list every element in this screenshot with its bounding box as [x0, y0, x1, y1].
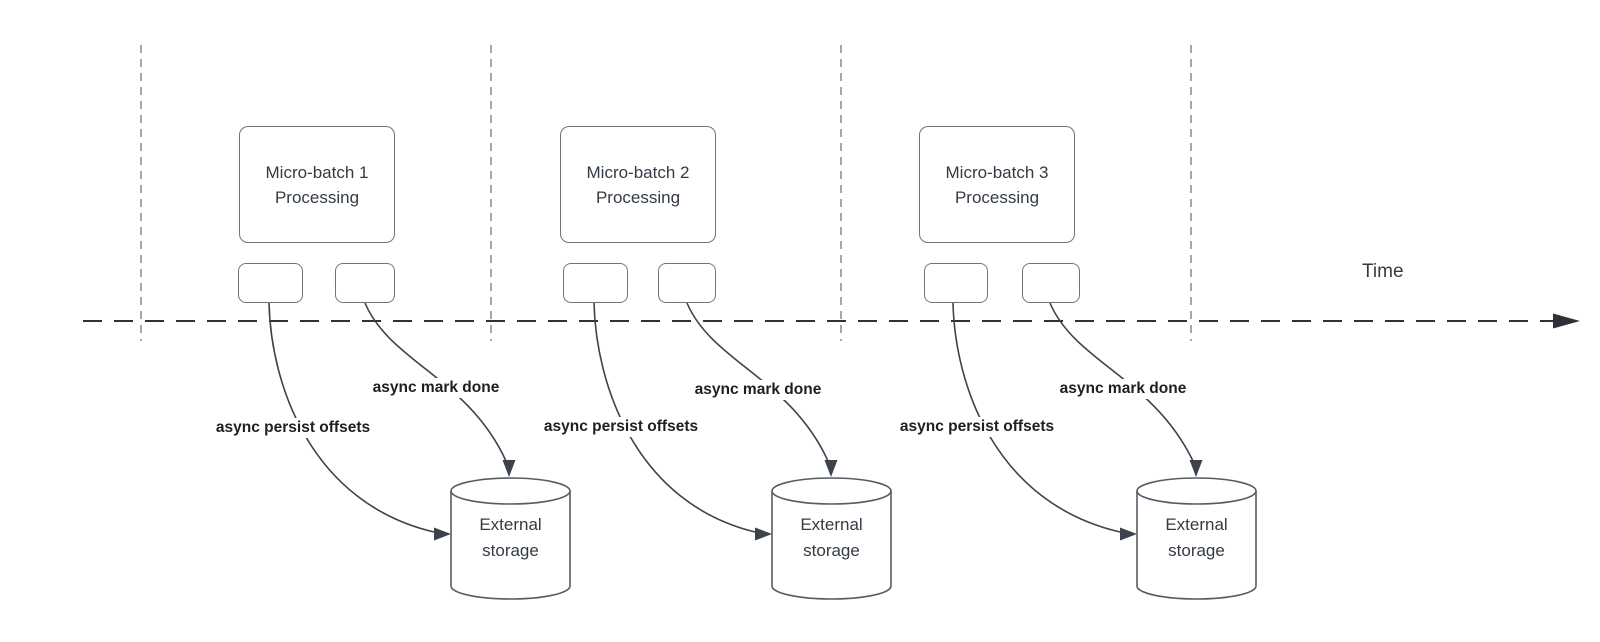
mark-done-label-1: async mark done — [369, 378, 503, 398]
persist-offsets-arrow-2 — [593, 302, 756, 533]
offset-task-box-2 — [563, 263, 628, 303]
persist-offsets-label-2: async persist offsets — [540, 417, 702, 437]
mark-done-arrow-1 — [364, 302, 507, 462]
external-storage-label-2-line1: External — [800, 515, 863, 534]
mark-done-arrow-2 — [686, 302, 829, 462]
external-storage-label-3-line2: storage — [1168, 541, 1225, 560]
cylinder-top-arc-1 — [450, 490, 571, 505]
micro-batch-2-title-line2: Processing — [595, 187, 681, 207]
micro-batch-1-title-line2: Processing — [274, 187, 360, 207]
persist-offsets-arrowhead-icon-3 — [1120, 527, 1137, 541]
done-task-box-1 — [335, 263, 395, 303]
external-storage-cylinder-2 — [771, 477, 892, 600]
micro-batch-2-title-line1: Micro-batch 2 — [586, 162, 690, 182]
mark-done-label-2: async mark done — [691, 380, 825, 400]
offset-task-box-1 — [238, 263, 303, 303]
micro-batch-1-processing-box: Micro-batch 1 Processing — [239, 126, 395, 243]
time-axis-label: Time — [1362, 261, 1404, 282]
done-task-box-3 — [1022, 263, 1080, 303]
mark-done-arrow-3 — [1049, 302, 1194, 462]
cylinder-top-arc-3 — [1136, 490, 1257, 505]
external-storage-label-2: External storage — [772, 512, 891, 564]
mark-done-arrowhead-icon-1 — [502, 460, 516, 477]
persist-offsets-arrowhead-icon-2 — [755, 527, 772, 541]
micro-batch-3-title-line1: Micro-batch 3 — [945, 162, 1049, 182]
micro-batch-2-processing-box: Micro-batch 2 Processing — [560, 126, 716, 243]
external-storage-label-1-line1: External — [479, 515, 542, 534]
external-storage-cylinder-3 — [1136, 477, 1257, 600]
done-task-box-2 — [658, 263, 716, 303]
cylinder-body-2 — [771, 477, 892, 600]
cylinder-body-3 — [1136, 477, 1257, 600]
mark-done-arrowhead-icon-3 — [1189, 460, 1203, 477]
persist-offsets-label-1: async persist offsets — [212, 418, 374, 438]
persist-offsets-label-3: async persist offsets — [896, 417, 1058, 437]
persist-offsets-arrowhead-icon-1 — [434, 527, 451, 541]
mark-done-label-3: async mark done — [1056, 379, 1190, 399]
external-storage-cylinder-1 — [450, 477, 571, 600]
offset-task-box-3 — [924, 263, 988, 303]
mark-done-arrowhead-icon-2 — [824, 460, 838, 477]
time-axis-arrowhead-icon — [1553, 313, 1580, 329]
cylinder-top-arc-2 — [771, 490, 892, 505]
micro-batch-3-processing-box: Micro-batch 3 Processing — [919, 126, 1075, 243]
micro-batch-3-title-line2: Processing — [954, 187, 1040, 207]
external-storage-label-3: External storage — [1137, 512, 1256, 564]
external-storage-label-1-line2: storage — [482, 541, 539, 560]
micro-batch-1-title-line1: Micro-batch 1 — [265, 162, 369, 182]
external-storage-label-3-line1: External — [1165, 515, 1228, 534]
external-storage-label-1: External storage — [451, 512, 570, 564]
cylinder-body-1 — [450, 477, 571, 600]
external-storage-label-2-line2: storage — [803, 541, 860, 560]
persist-offsets-arrow-3 — [952, 302, 1121, 533]
